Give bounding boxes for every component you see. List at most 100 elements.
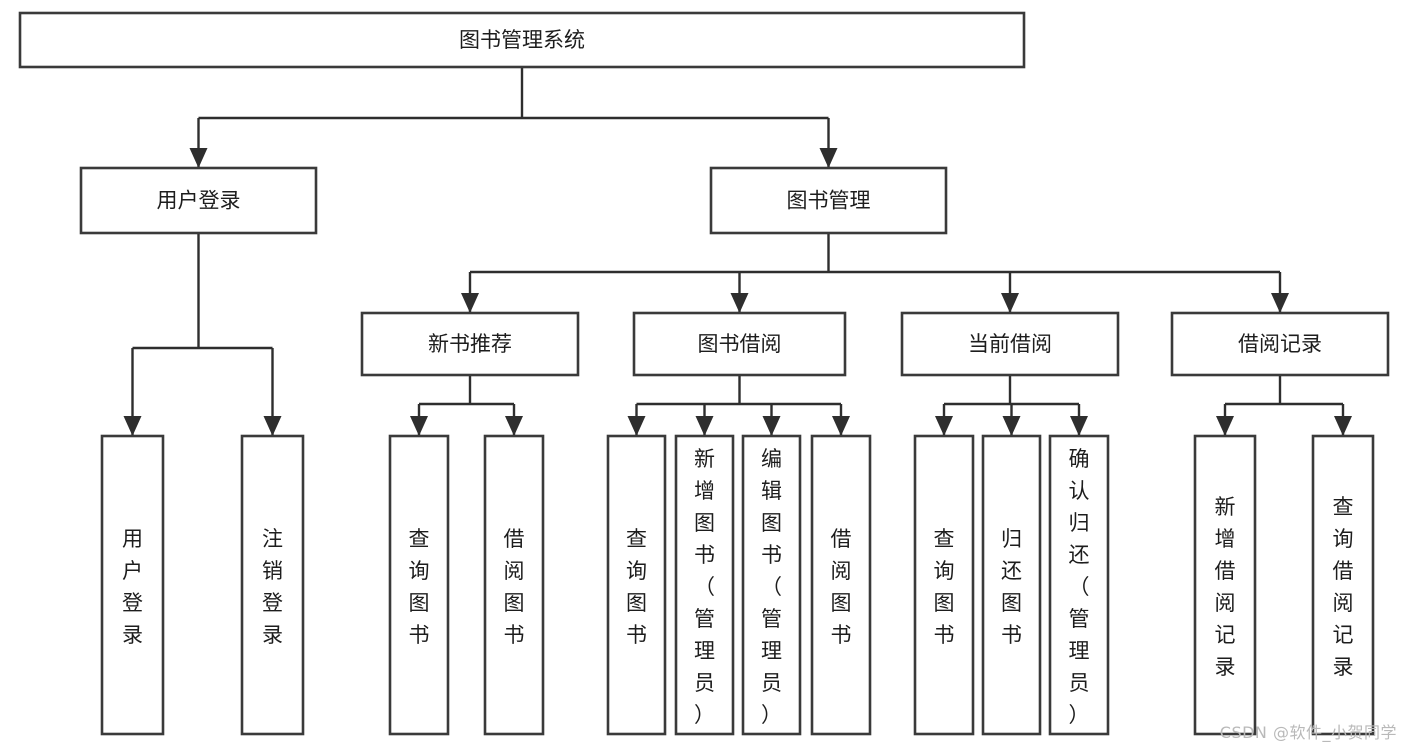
node-leaf-query-borrow-record-label-char: 阅 [1333, 591, 1354, 615]
node-leaf-query-book-borrow-label-char: 书 [626, 623, 647, 647]
node-leaf-logout-label-char: 登 [262, 591, 283, 615]
node-leaf-user-login-label-char: 用 [122, 527, 143, 551]
node-leaf-query-book-borrow-label-char: 询 [626, 559, 647, 583]
node-current-borrow-box [900, 311, 1120, 377]
node-layer: 图书管理系统用户登录图书管理新书推荐图书借阅当前借阅借阅记录用户登录注销登录查询… [18, 11, 1390, 736]
node-leaf-borrow-book-recommend-label-char: 阅 [504, 559, 525, 583]
node-leaf-query-book-current-label-char: 图 [934, 591, 955, 615]
node-leaf-add-book-label-char: 新 [694, 447, 715, 471]
node-leaf-add-book-box [674, 434, 735, 736]
node-leaf-add-book-label-char: 书 [694, 543, 715, 567]
node-current-borrow[interactable]: 当前借阅 [900, 311, 1120, 377]
node-leaf-borrow-book-recommend-label-char: 图 [504, 591, 525, 615]
node-leaf-user-login-label-char: 户 [122, 559, 143, 583]
node-leaf-add-borrow-record-label-char: 借 [1215, 559, 1236, 583]
node-leaf-edit-book-label-char: 理 [761, 639, 782, 663]
node-leaf-edit-book-box [741, 434, 802, 736]
node-leaf-edit-book-label-char: 图 [761, 511, 782, 535]
node-leaf-add-book-label-char: （ [694, 575, 715, 599]
arrow-head-icon [1216, 416, 1234, 436]
node-leaf-logout-label-char: 销 [262, 559, 283, 583]
node-leaf-logout-box [240, 434, 305, 736]
arrow-head-icon [123, 416, 142, 436]
node-book-management-label: 图书管理 [787, 189, 871, 213]
node-leaf-confirm-return-label-char: 员 [1069, 671, 1090, 695]
node-leaf-query-book-recommend-label-char: 图 [409, 591, 430, 615]
arrow-head-icon [1002, 416, 1021, 436]
node-leaf-user-login[interactable]: 用户登录 [100, 434, 165, 736]
node-leaf-add-borrow-record-label-char: 阅 [1215, 591, 1236, 615]
arrow-head-icon [1271, 293, 1289, 313]
node-current-borrow-label: 当前借阅 [968, 332, 1052, 356]
node-leaf-add-book-label-char: 管 [694, 607, 715, 631]
node-leaf-borrow-book-recommend-box [483, 434, 545, 736]
node-leaf-logout-label-char: 注 [262, 527, 283, 551]
node-leaf-query-book-current-label-char: 书 [934, 623, 955, 647]
node-leaf-add-borrow-record-label-char: 记 [1215, 623, 1236, 647]
node-root[interactable]: 图书管理系统 [18, 11, 1026, 69]
node-leaf-confirm-return-label-char: 确 [1069, 447, 1090, 471]
node-leaf-query-book-borrow-label-char: 图 [626, 591, 647, 615]
node-user-login[interactable]: 用户登录 [79, 166, 318, 235]
node-leaf-borrow-book-label-char: 阅 [831, 559, 852, 583]
node-leaf-return-book-label-char: 还 [1001, 559, 1022, 583]
node-leaf-borrow-book-recommend-label-char: 借 [504, 527, 525, 551]
node-borrow-record-box [1170, 311, 1390, 377]
arrow-head-icon [410, 416, 428, 436]
node-book-borrow-box [632, 311, 847, 377]
node-leaf-query-borrow-record-label-char: 询 [1333, 527, 1354, 551]
node-book-management-box [709, 166, 948, 235]
node-leaf-borrow-book-recommend-label-char: 书 [504, 623, 525, 647]
node-root-box [18, 11, 1026, 69]
node-leaf-edit-book-label-char: 编 [761, 447, 782, 471]
node-book-management[interactable]: 图书管理 [709, 166, 948, 235]
node-borrow-record[interactable]: 借阅记录 [1170, 311, 1390, 377]
node-leaf-borrow-book-box [810, 434, 872, 736]
csdn-watermark: CSDN @软件_小贺同学 [1219, 723, 1397, 742]
node-new-book-recommend-label: 新书推荐 [428, 332, 512, 356]
node-leaf-edit-book-label-char: ） [761, 703, 782, 727]
arrow-head-icon [819, 148, 838, 168]
node-root-label: 图书管理系统 [459, 28, 585, 52]
node-leaf-query-book-recommend-label-char: 查 [409, 527, 430, 551]
node-leaf-add-borrow-record-label-char: 增 [1215, 527, 1236, 551]
arrow-head-icon [627, 416, 646, 436]
node-user-login-label: 用户登录 [157, 189, 241, 213]
arrow-head-icon [1334, 416, 1352, 436]
node-new-book-recommend-box [360, 311, 580, 377]
node-leaf-query-borrow-record-label-char: 录 [1333, 655, 1354, 679]
node-leaf-user-login-box [100, 434, 165, 736]
node-new-book-recommend[interactable]: 新书推荐 [360, 311, 580, 377]
node-leaf-query-book-borrow-box [606, 434, 667, 736]
node-leaf-confirm-return-label-char: （ [1069, 575, 1090, 599]
node-book-borrow-label: 图书借阅 [698, 332, 782, 356]
node-leaf-query-book-recommend-label-char: 询 [409, 559, 430, 583]
arrow-head-icon [1001, 293, 1019, 313]
arrow-head-icon [189, 148, 208, 168]
node-leaf-add-book-label-char: 员 [694, 671, 715, 695]
node-leaf-query-borrow-record-label-char: 借 [1333, 559, 1354, 583]
node-leaf-confirm-return-label-char: 理 [1069, 639, 1090, 663]
node-leaf-return-book-label-char: 书 [1001, 623, 1022, 647]
node-book-borrow[interactable]: 图书借阅 [632, 311, 847, 377]
node-leaf-confirm-return-label-char: 管 [1069, 607, 1090, 631]
node-leaf-query-book-current-label-char: 查 [934, 527, 955, 551]
node-leaf-add-borrow-record-label-char: 新 [1215, 495, 1236, 519]
node-leaf-borrow-book-label-char: 借 [831, 527, 852, 551]
node-leaf-confirm-return-label-char: 还 [1069, 543, 1090, 567]
arrow-head-icon [461, 293, 479, 313]
arrow-head-icon [1070, 416, 1088, 436]
